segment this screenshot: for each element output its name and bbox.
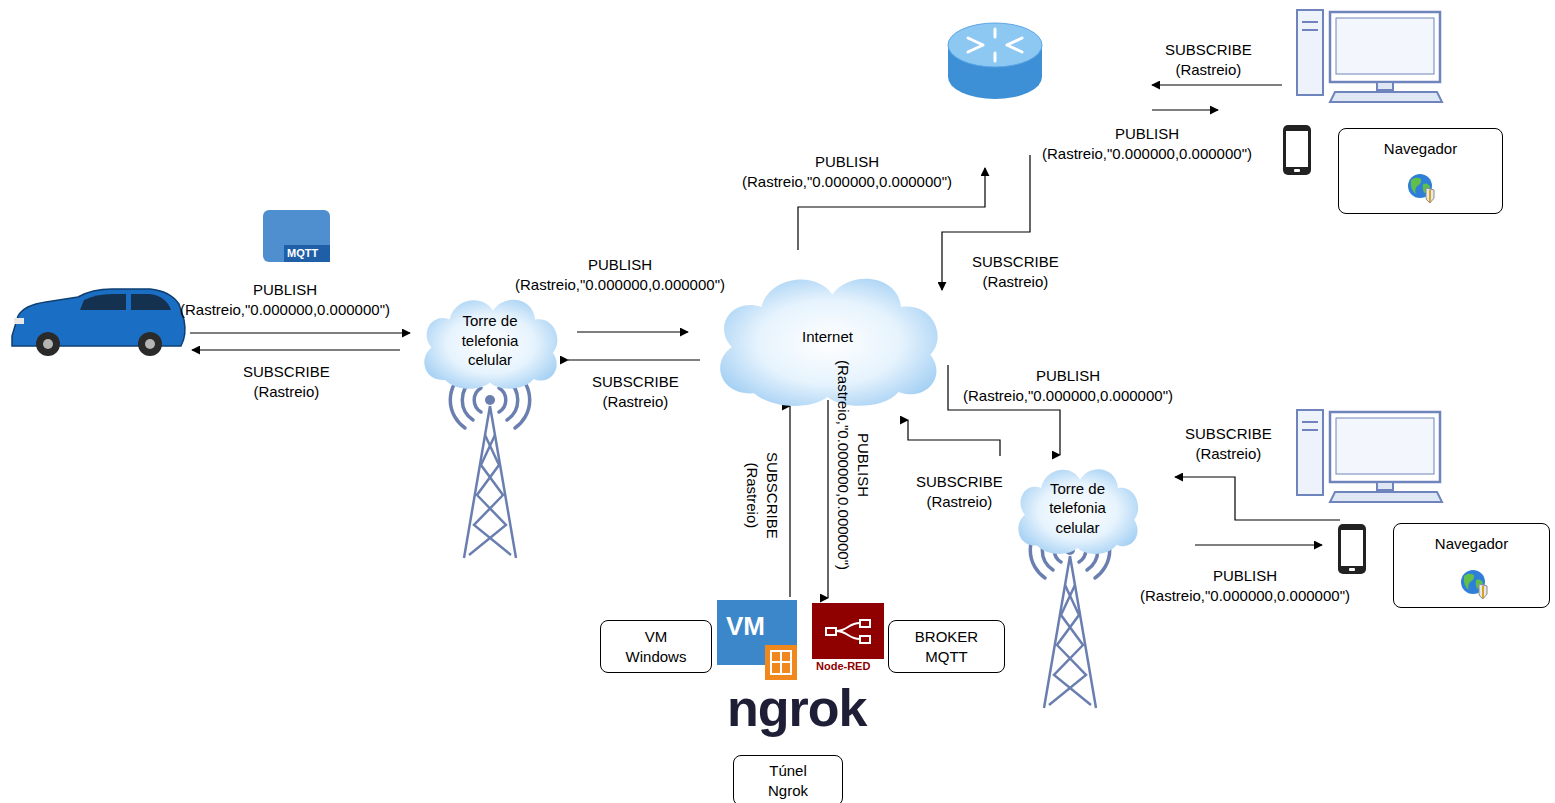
node-text: Navegador xyxy=(1435,534,1508,554)
node-red-icon xyxy=(826,620,870,643)
router xyxy=(968,38,983,52)
smartphone xyxy=(1283,125,1311,175)
mqtt-icon xyxy=(284,245,330,262)
edge-label: PUBLISH (Rastreio,"0.000000,0.000000") xyxy=(963,366,1173,405)
node-text: VM Windows xyxy=(626,627,687,666)
smartphone xyxy=(1338,524,1366,574)
node-text: Torre de telefonia celular xyxy=(450,311,530,370)
cloud-node: Torre de telefonia celular xyxy=(1010,458,1145,558)
message-label: SUBSCRIBE (Rastreio) xyxy=(1185,424,1272,463)
mqtt-icon xyxy=(263,210,330,262)
tower-arrows xyxy=(1175,477,1340,520)
car-arrows xyxy=(190,333,410,350)
node-text: Túnel Ngrok xyxy=(768,761,808,800)
vm-box: VM Windows xyxy=(600,602,797,673)
message-label: SUBSCRIBE (Rastreio) xyxy=(243,362,330,401)
cloud-node: Internet xyxy=(705,262,950,412)
car xyxy=(12,289,185,356)
router-arrows xyxy=(1152,109,1218,110)
message-label: PUBLISH (Rastreio,"0.000000,0.000000") xyxy=(180,280,390,319)
car-arrows xyxy=(190,332,410,333)
vm-icon xyxy=(771,651,791,674)
vm-icon xyxy=(771,651,791,674)
logo-text: ngrok xyxy=(727,680,866,737)
mqtt-icon xyxy=(263,210,330,262)
edge-label: PUBLISH (Rastreio,"0.000000,0.000000") xyxy=(834,360,873,570)
car xyxy=(145,339,155,349)
message-label: PUBLISH (Rastreio,"0.000000,0.000000") xyxy=(1042,124,1252,163)
vm-icon xyxy=(717,600,797,680)
message-label: PUBLISH (Rastreio,"0.000000,0.000000") xyxy=(1140,566,1350,605)
label-box: BROKER MQTT xyxy=(888,620,1005,673)
node-text: Torre de telefonia celular xyxy=(1038,479,1118,538)
cloud-outline xyxy=(720,279,937,406)
node-red-icon xyxy=(836,631,860,639)
node-red-icon xyxy=(826,628,836,635)
browser-icon xyxy=(1461,570,1487,599)
cloud-node: Torre de telefonia celular xyxy=(415,288,565,393)
message-label: SUBSCRIBE (Rastreio) xyxy=(1165,40,1252,79)
connector-arrow xyxy=(568,359,700,360)
cell-tower xyxy=(450,372,529,558)
browser-box: Navegador xyxy=(1393,523,1550,608)
vm-icon xyxy=(780,651,782,674)
cloud-outline xyxy=(424,300,557,389)
message-label: PUBLISH (Rastreio,"0.000000,0.000000") xyxy=(742,152,952,191)
tower-arrows xyxy=(1195,544,1322,545)
router xyxy=(968,29,1022,61)
edge-label: SUBSCRIBE (Rastreio) xyxy=(743,452,782,539)
node-red-icon xyxy=(812,603,884,659)
browser-box: Navegador xyxy=(1338,128,1503,214)
edge-label: PUBLISH (Rastreio,"0.000000,0.000000") xyxy=(515,255,725,294)
car xyxy=(131,294,171,310)
node-text: Internet xyxy=(802,327,853,347)
car xyxy=(80,294,126,310)
logo-text: VM xyxy=(726,612,765,641)
car xyxy=(43,339,53,349)
connector-arrow xyxy=(908,420,1000,456)
edge-label: SUBSCRIBE (Rastreio) xyxy=(916,472,1003,511)
car xyxy=(138,332,162,356)
car-arrows xyxy=(192,349,400,350)
car xyxy=(36,332,60,356)
node-text: Navegador xyxy=(1384,139,1457,159)
node-red-icon xyxy=(812,603,884,659)
node-red-icon xyxy=(836,623,860,631)
edge-label: SUBSCRIBE (Rastreio) xyxy=(592,372,679,411)
computer xyxy=(1297,10,1442,102)
logo-text: Node-RED xyxy=(816,660,870,672)
node-text: BROKER MQTT xyxy=(915,627,978,666)
cloud-outline xyxy=(1018,469,1138,554)
connector-arrow xyxy=(789,406,790,597)
connector-arrow xyxy=(577,331,688,332)
connector-arrow xyxy=(827,400,828,598)
message-label: SUBSCRIBE (Rastreio) xyxy=(972,252,1059,291)
router xyxy=(948,23,1042,67)
car xyxy=(14,318,24,324)
router xyxy=(948,23,1042,99)
label-box: VM Windows xyxy=(600,620,712,673)
logo-text: MQTT xyxy=(287,247,318,260)
router xyxy=(1007,38,1022,52)
node-red-icon xyxy=(860,620,870,627)
computer xyxy=(1297,410,1442,502)
vm-icon xyxy=(765,645,797,680)
router-arrows xyxy=(1152,84,1282,85)
router xyxy=(994,29,997,61)
tunnel-box: Túnel Ngrok xyxy=(733,755,843,803)
node-red-icon xyxy=(860,636,870,643)
tower-arrows xyxy=(1175,477,1340,545)
browser-icon xyxy=(1408,174,1434,203)
